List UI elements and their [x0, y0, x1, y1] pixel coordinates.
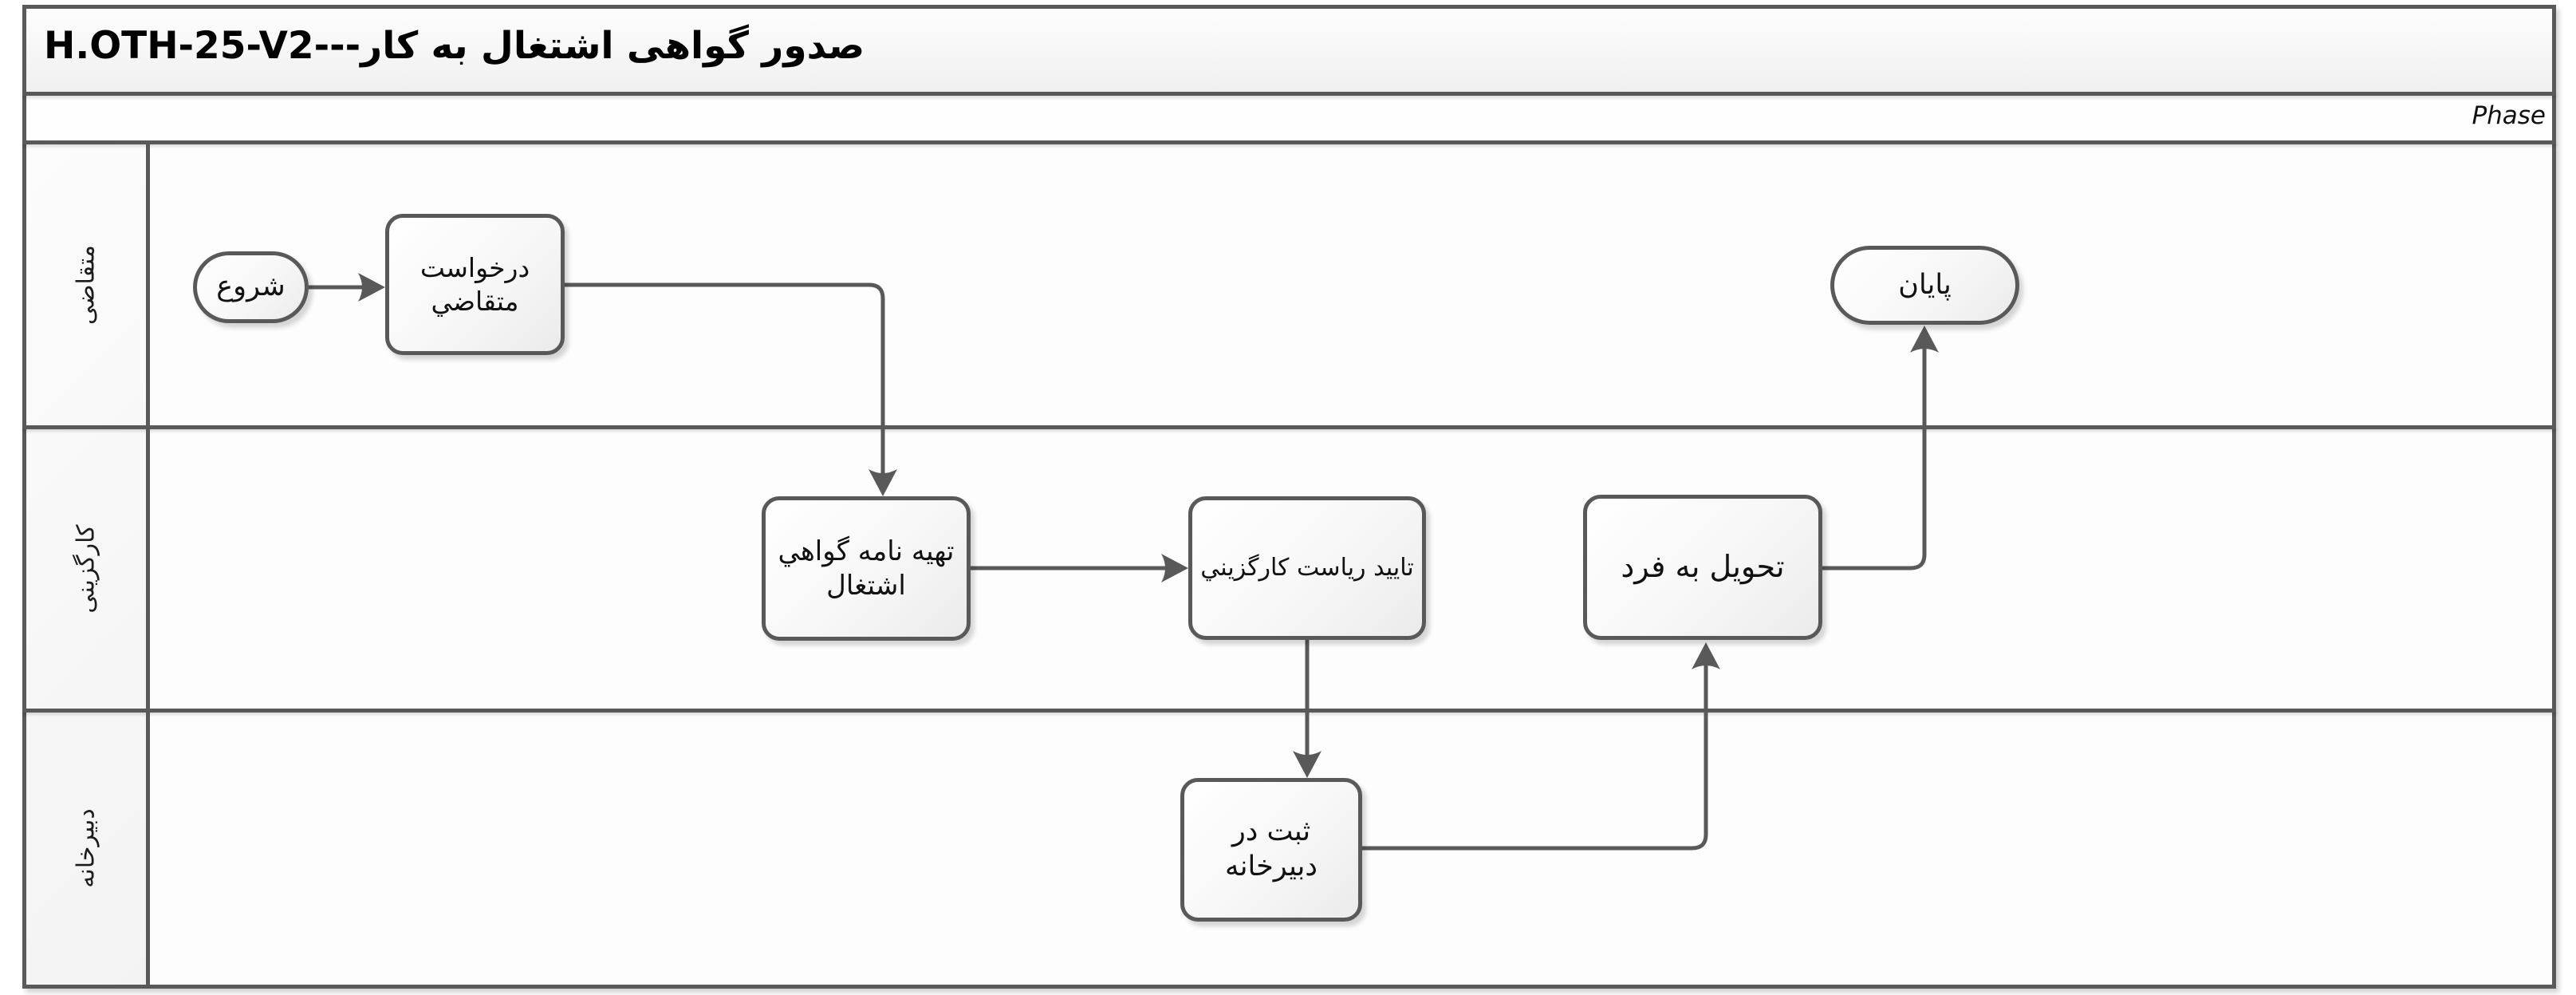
lane-separator-1	[22, 425, 2556, 429]
task-personnel-head-approval[interactable]: تایید ریاست کارگزیني	[1188, 496, 1426, 640]
lane-separator-2	[22, 709, 2556, 713]
task-prepare-certificate-letter[interactable]: تهیه نامه گواهي اشتغال	[762, 496, 971, 641]
task-register-secretariat[interactable]: ثبت در دبیرخانه	[1180, 778, 1362, 922]
phase-separator-line	[22, 140, 2556, 144]
task-deliver-to-person[interactable]: تحویل به فرد	[1583, 495, 1822, 640]
lane-label-personnel: کارگزینی	[72, 524, 100, 614]
lane-label-separator	[146, 144, 150, 985]
start-node[interactable]: شروع	[193, 251, 309, 323]
diagram-title: صدور گواهی اشتغال به کار---H.OTH-25-V2	[44, 24, 865, 68]
phase-label: Phase	[2472, 101, 2546, 130]
lane-label-applicant: متقاضی	[72, 245, 100, 325]
lane-label-column	[26, 144, 146, 985]
pool-title-bar	[26, 9, 2552, 92]
end-node[interactable]: پایان	[1830, 246, 2019, 325]
task-applicant-request[interactable]: درخواست متقاضي	[385, 214, 565, 355]
lane-label-secretariat: دبیرخانه	[72, 808, 100, 888]
title-separator-line	[22, 92, 2556, 96]
phase-row	[26, 96, 2552, 140]
